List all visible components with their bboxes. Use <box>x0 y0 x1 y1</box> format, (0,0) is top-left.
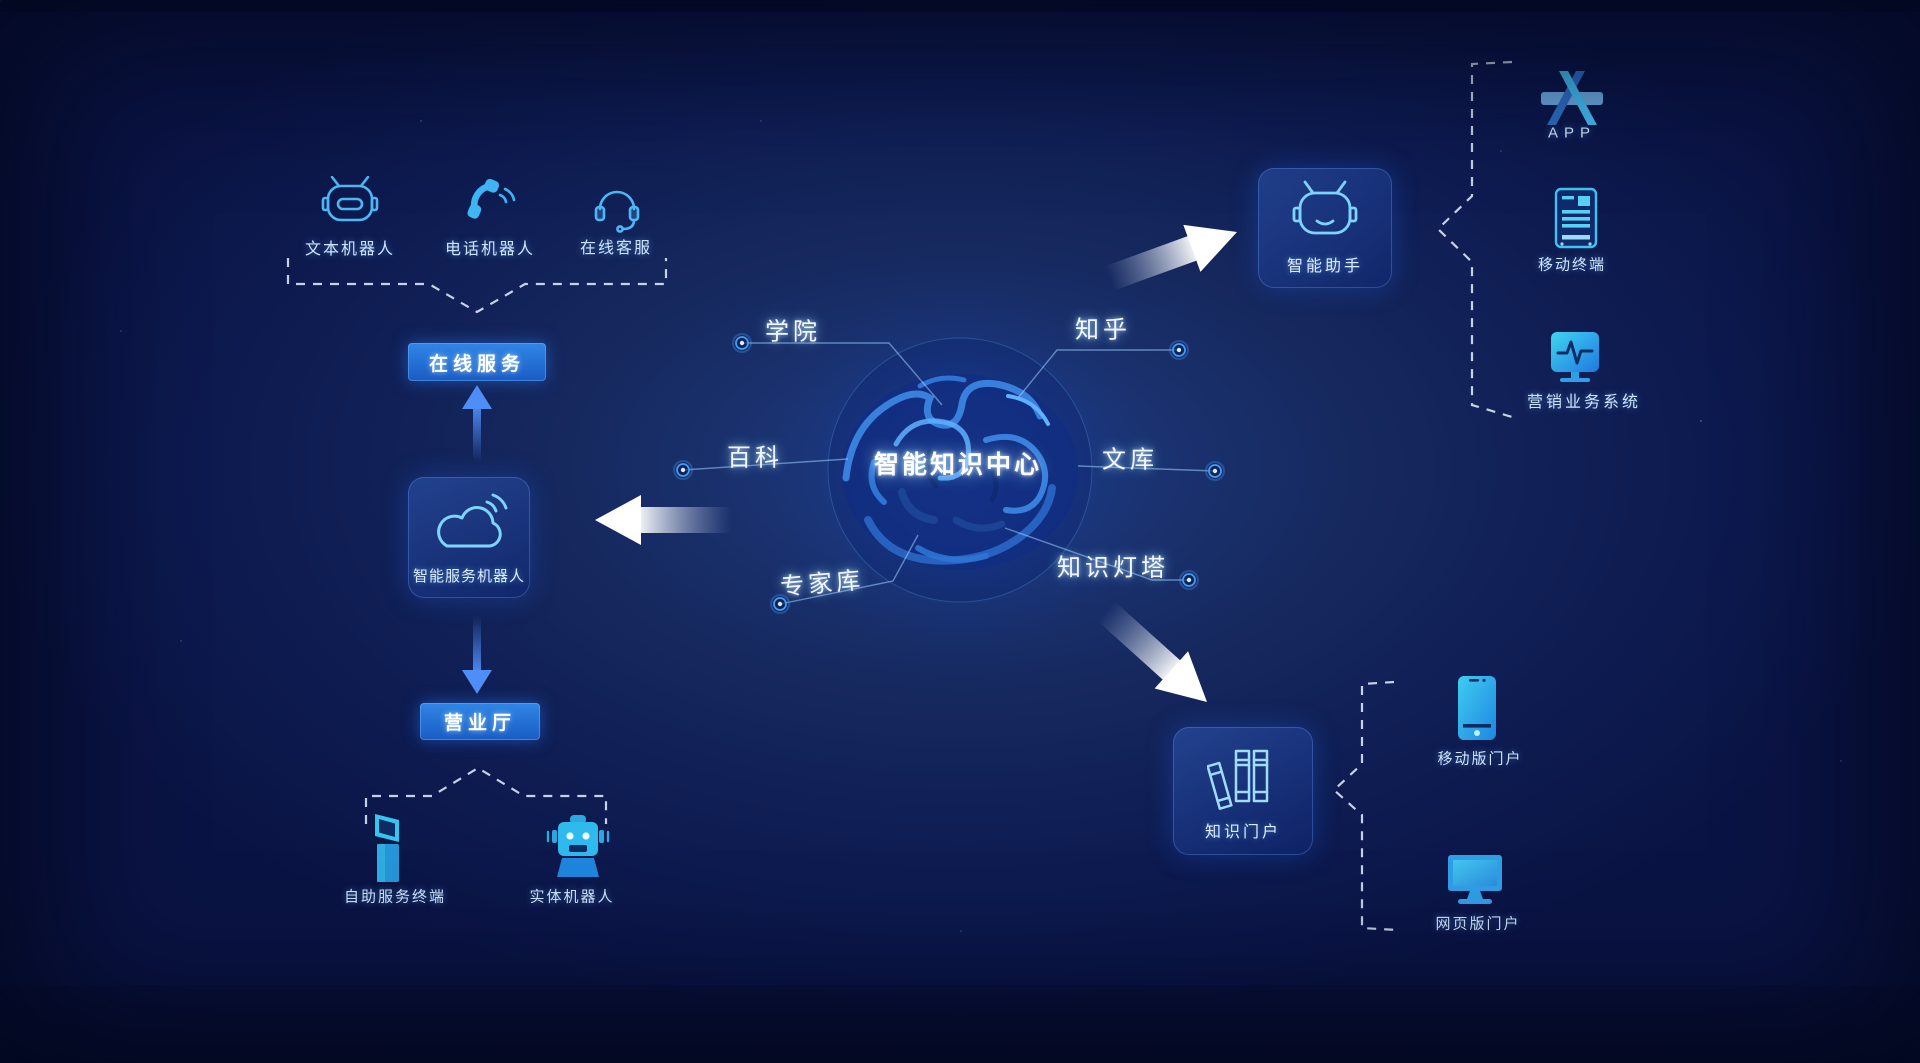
mobile-portal-label: 移动版门户 <box>1437 750 1523 768</box>
line-xueyuan <box>742 342 943 406</box>
flow-arrow-down <box>462 616 492 694</box>
desktop-icon <box>1444 853 1506 907</box>
kiosk-icon <box>368 812 412 884</box>
satellite-label-baike: 百科 <box>727 444 783 472</box>
online-service-button: 在线服务 <box>408 343 546 381</box>
books-icon <box>1206 743 1279 811</box>
tablet-label: 移动终端 <box>1537 256 1607 274</box>
brain-graphic <box>768 278 1152 662</box>
node-dot <box>732 333 752 353</box>
dashed-brackets <box>286 60 1513 932</box>
web-portal-label: 网页版门户 <box>1435 915 1521 933</box>
center-title: 智能知识中心 <box>873 451 1043 479</box>
assistant-card: 智能助手 <box>1258 168 1392 288</box>
node-dot <box>1179 570 1199 590</box>
channel-label-phone-robot: 电话机器人 <box>444 241 536 258</box>
arrow-to-assistant <box>1104 224 1237 291</box>
portal-card: 知识门户 <box>1173 727 1313 855</box>
node-dots <box>673 333 1225 614</box>
marketing-system-label: 营销业务系统 <box>1526 394 1642 411</box>
bottom-dark-band <box>0 985 1920 1063</box>
channel-label-text-robot: 文本机器人 <box>304 241 396 258</box>
node-dot <box>673 460 693 480</box>
node-dot <box>770 594 790 614</box>
arrow-to-portal <box>1097 601 1207 702</box>
arrow-to-service-robot <box>595 495 731 545</box>
node-dot <box>1169 340 1189 360</box>
cloud-signal-icon <box>426 490 512 556</box>
satellite-label-academy: 学院 <box>765 318 821 346</box>
monitor-pulse-icon <box>1546 328 1604 384</box>
entity-robot-icon <box>543 814 613 880</box>
channel-label-online-service: 在线客服 <box>579 240 653 257</box>
satellite-label-wenku: 文库 <box>1102 446 1158 474</box>
terminal-label-kiosk: 自助服务终端 <box>343 888 447 906</box>
portal-card-label: 知识门户 <box>1204 824 1282 841</box>
line-baike <box>682 458 849 471</box>
business-hall-button: 营业厅 <box>420 703 540 740</box>
assistant-bracket <box>1436 60 1513 419</box>
channels-bracket <box>286 258 668 314</box>
satellite-label-zhihu: 知乎 <box>1075 316 1131 344</box>
tablet-icon <box>1553 186 1599 250</box>
line-zhihu <box>1017 349 1179 399</box>
satellite-lines <box>682 342 1216 605</box>
terminal-label-entity-robot: 实体机器人 <box>529 888 615 906</box>
app-store-icon <box>1538 68 1606 128</box>
robot-head-icon <box>1288 177 1362 247</box>
line-zhuanjiaku <box>779 534 919 605</box>
flow-arrow-up <box>462 385 492 462</box>
top-dark-band <box>0 0 1920 12</box>
phone-icon <box>461 173 519 231</box>
line-dengta <box>1004 527 1189 581</box>
line-wenku <box>1077 465 1216 472</box>
satellite-label-lighthouse: 知识灯塔 <box>1057 554 1169 582</box>
smartphone-icon <box>1455 674 1499 742</box>
text-robot-icon <box>319 175 381 234</box>
app-label: APP <box>1547 124 1597 142</box>
assistant-card-label: 智能助手 <box>1286 258 1364 275</box>
service-robot-card: 智能服务机器人 <box>408 477 530 598</box>
satellite-label-expert-db: 专家库 <box>779 566 866 602</box>
portal-bracket <box>1332 680 1399 932</box>
headset-icon <box>588 179 646 235</box>
service-robot-card-label: 智能服务机器人 <box>412 568 526 585</box>
node-dot <box>1205 461 1225 481</box>
